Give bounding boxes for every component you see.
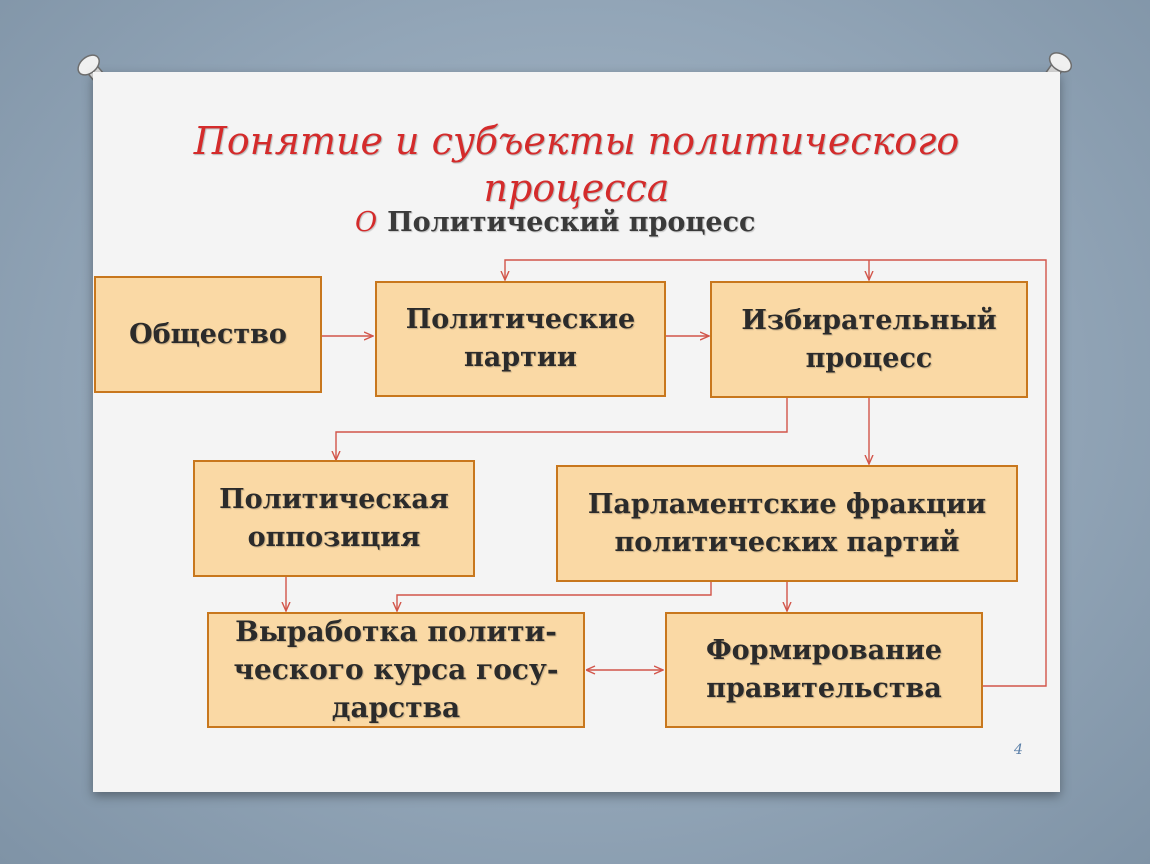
page-number: 4 (1014, 742, 1023, 758)
node-political-parties-label: Политические партии (405, 304, 636, 373)
node-political-opposition: Политическая оппозиция (193, 460, 475, 577)
node-policy-development: Выработка полити- ческого курса госу- да… (207, 612, 585, 728)
bullet-text: Политический процесс (387, 207, 756, 238)
slide-title-text: Понятие и субъекты политического процесс… (193, 119, 960, 210)
node-parliamentary-factions: Парламентские фракции политических парти… (556, 465, 1018, 582)
node-government-formation: Формирование правительства (665, 612, 983, 728)
node-policy-development-label: Выработка полити- ческого курса госу- да… (233, 615, 559, 724)
node-government-formation-label: Формирование правительства (705, 635, 943, 704)
node-society-label: Общество (129, 318, 287, 350)
bullet-mark: O (355, 207, 378, 238)
bullet-item: O Политический процесс (355, 207, 755, 238)
node-parliamentary-factions-label: Парламентские фракции политических парти… (587, 488, 987, 558)
node-political-opposition-label: Политическая оппозиция (219, 483, 449, 553)
slide-title: Понятие и субъекты политического процесс… (93, 118, 1060, 212)
node-electoral-process: Избирательный процесс (710, 281, 1028, 398)
node-society: Общество (94, 276, 322, 393)
node-political-parties: Политические партии (375, 281, 666, 397)
node-electoral-process-label: Избирательный процесс (741, 304, 997, 374)
